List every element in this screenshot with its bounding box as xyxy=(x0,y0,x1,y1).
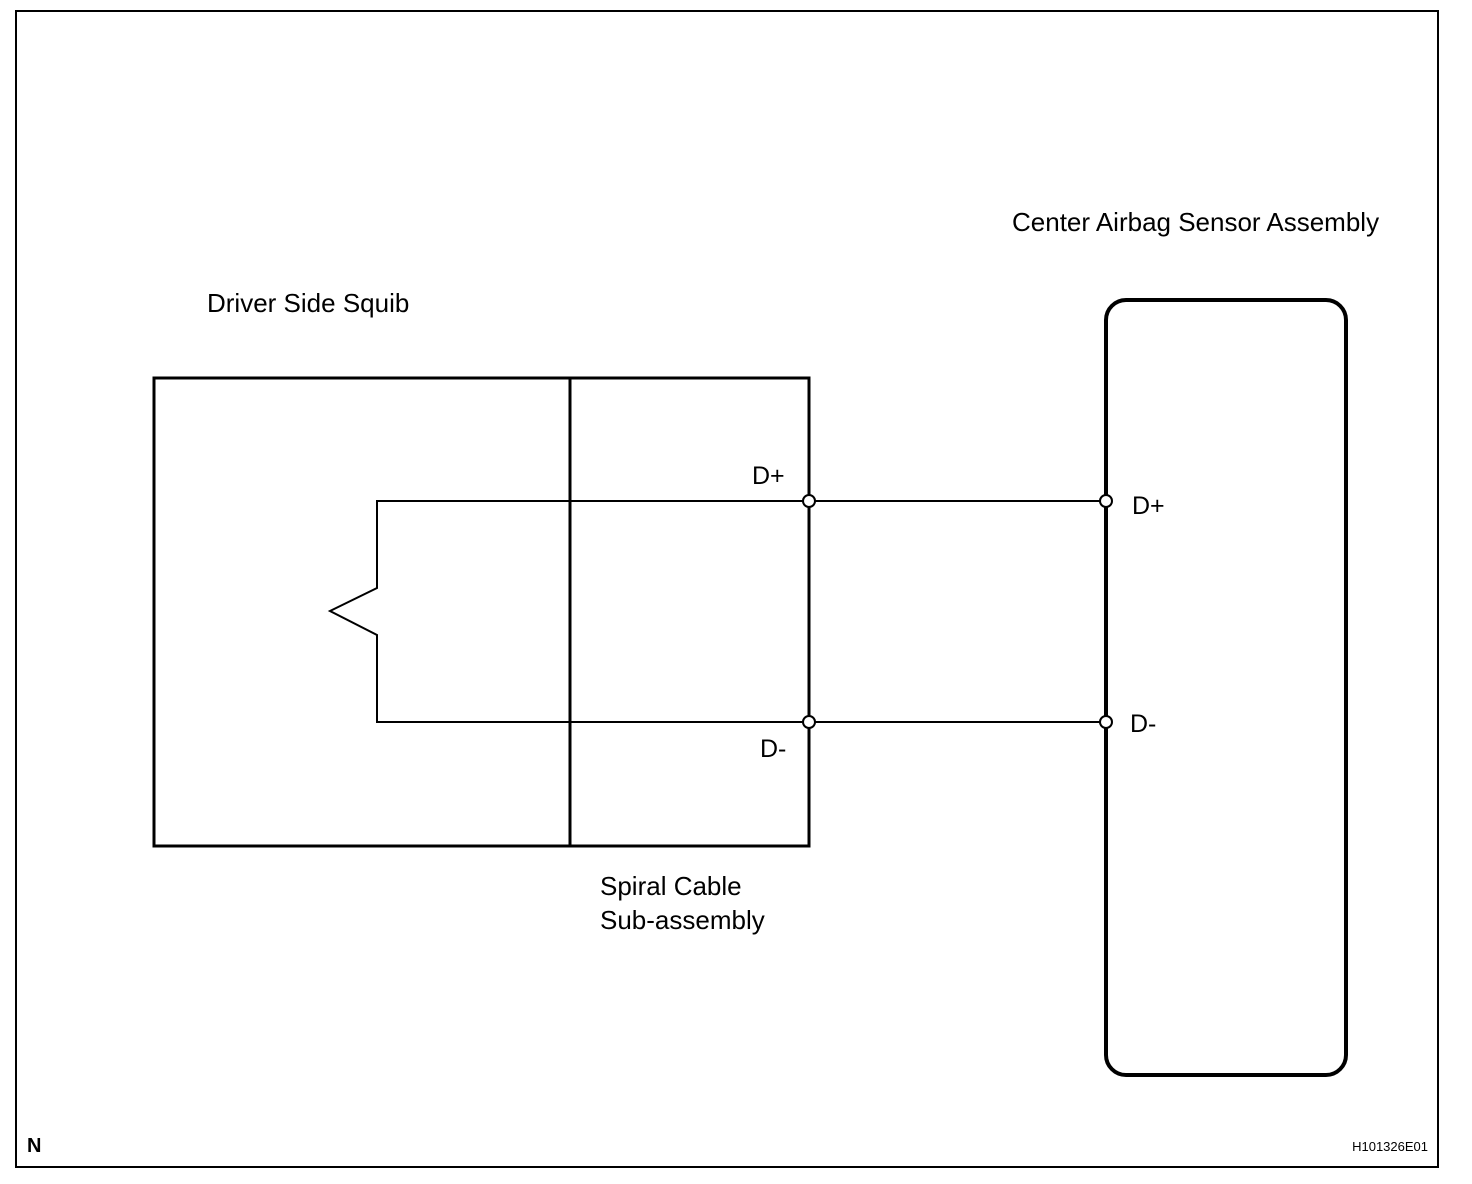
driver-side-squib-label: Driver Side Squib xyxy=(207,288,409,318)
spiral-cable-label-line1: Spiral Cable xyxy=(600,871,742,901)
driver-side-squib-box xyxy=(152,376,811,848)
pin-label-sensor-d-plus: D+ xyxy=(1132,492,1165,520)
pin-label-squib-d-minus: D- xyxy=(760,735,786,763)
terminal-squib-d-minus xyxy=(802,715,816,729)
terminal-squib-d-plus xyxy=(802,494,816,508)
figure-code: H101326E01 xyxy=(1352,1139,1428,1154)
terminal-sensor-d-plus xyxy=(1099,494,1113,508)
spiral-cable-label-line2: Sub-assembly xyxy=(600,905,765,935)
pin-label-sensor-d-minus: D- xyxy=(1130,710,1156,738)
center-airbag-sensor-box xyxy=(1104,298,1348,1077)
pin-label-squib-d-plus: D+ xyxy=(752,462,785,490)
figure-frame xyxy=(15,10,1439,1168)
corner-mark: N xyxy=(27,1135,41,1157)
center-airbag-sensor-label: Center Airbag Sensor Assembly xyxy=(1012,207,1379,237)
terminal-sensor-d-minus xyxy=(1099,715,1113,729)
squib-element xyxy=(327,500,809,723)
